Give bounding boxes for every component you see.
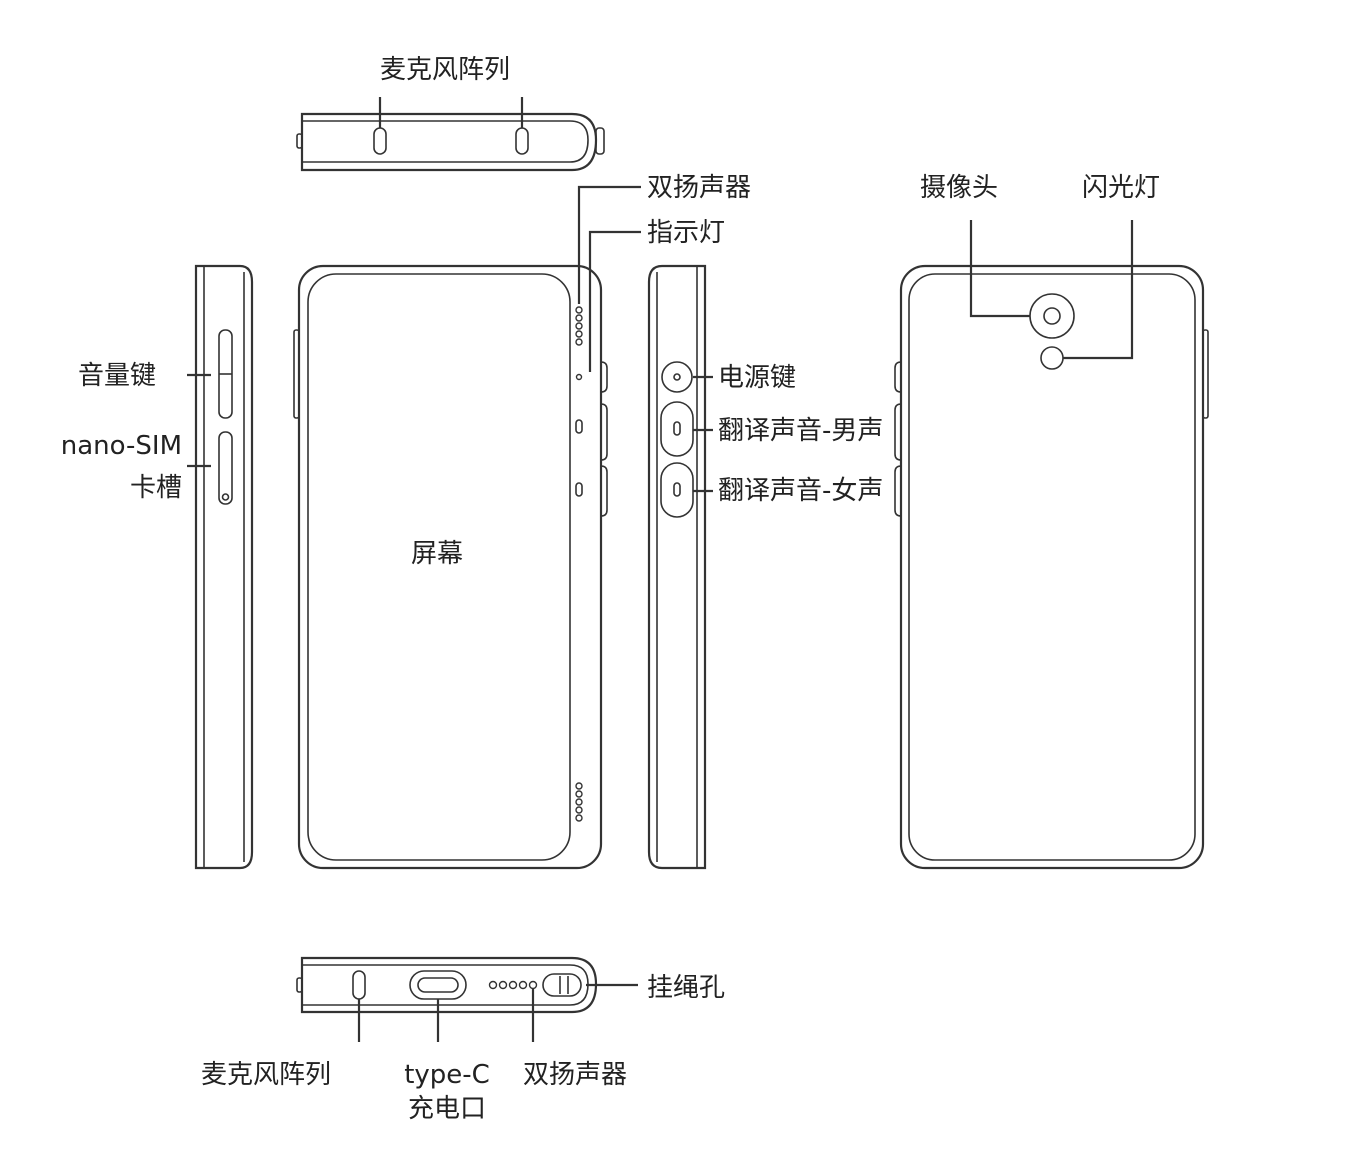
sim-tray <box>218 431 233 505</box>
label-screen: 屏幕 <box>411 539 464 569</box>
label-typec-line1: type-C <box>404 1060 490 1090</box>
label-speakers-bottom: 双扬声器 <box>523 1060 628 1090</box>
bottom-speaker-holes <box>488 980 538 990</box>
front-speaker-holes-bottom <box>575 782 583 822</box>
front-speaker-holes-top <box>575 306 583 346</box>
label-female-voice-key: 翻译声音-女声 <box>718 476 884 506</box>
label-volume-key: 音量键 <box>78 361 157 391</box>
label-camera: 摄像头 <box>920 173 999 203</box>
indicator-light <box>575 373 583 381</box>
power-key <box>661 361 693 393</box>
label-typec-line2: 充电口 <box>407 1094 486 1124</box>
label-lanyard-hole: 挂绳孔 <box>647 973 726 1003</box>
right-side-view <box>647 264 713 870</box>
label-sim-line2: 卡槽 <box>129 473 182 503</box>
top-edge-view <box>296 97 605 172</box>
label-sim-line1: nano-SIM <box>60 431 182 461</box>
label-indicator: 指示灯 <box>647 218 726 248</box>
label-bottom-mic-array: 麦克风阵列 <box>201 1060 332 1090</box>
left-side-view <box>187 264 254 870</box>
back-view <box>894 220 1209 870</box>
label-power-key: 电源键 <box>718 363 797 393</box>
label-speakers-top: 双扬声器 <box>647 173 752 203</box>
lanyard-hole <box>542 973 582 997</box>
label-flash: 闪光灯 <box>1082 173 1161 203</box>
front-view <box>293 185 641 870</box>
label-top-mic-array: 麦克风阵列 <box>380 55 511 85</box>
screen-area <box>307 273 571 861</box>
bottom-edge-view <box>296 956 638 1042</box>
label-male-voice-key: 翻译声音-男声 <box>718 416 884 446</box>
